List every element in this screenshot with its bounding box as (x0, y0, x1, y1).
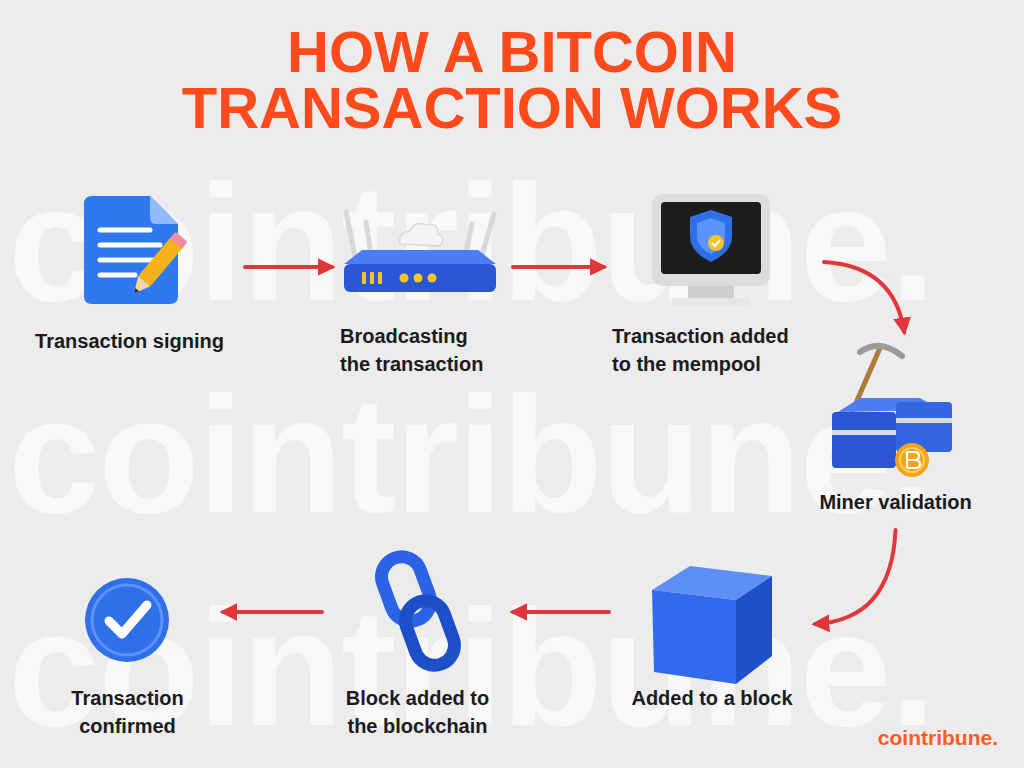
watermark-text: cointribune. (8, 372, 934, 538)
flow-arrow (513, 265, 604, 269)
step-node: Added to a block (617, 566, 807, 712)
chain-icon (376, 551, 460, 671)
icon-space (612, 190, 812, 322)
router-icon (344, 212, 496, 292)
icon-space (808, 340, 983, 488)
flow-arrow (513, 610, 609, 614)
step-node: Broadcasting the transaction (340, 205, 505, 378)
step-node: Block added to the blockchain (330, 550, 505, 740)
step-label: Block added to the blockchain (330, 684, 505, 740)
flow-arrow (815, 530, 896, 624)
block-cube-icon (652, 566, 772, 684)
check-icon (85, 578, 169, 662)
monitor-icon (652, 194, 770, 306)
step-node: Transaction added to the mempool (612, 190, 812, 378)
step-label: Added to a block (617, 684, 807, 712)
document-icon (84, 196, 188, 304)
icon-space (40, 566, 215, 684)
step-node: Transaction confirmed (40, 566, 215, 740)
step-label: Transaction signing (22, 327, 237, 355)
title: HOW A BITCOIN TRANSACTION WORKS (152, 24, 872, 136)
flow-arrow (824, 262, 904, 332)
icon-space (330, 550, 505, 684)
step-node: Transaction signing (22, 190, 237, 355)
flow-arrow (223, 610, 322, 614)
flow-arrow (245, 265, 332, 269)
icon-space (22, 190, 237, 327)
step-label: Transaction added to the mempool (612, 322, 812, 378)
step-label: Broadcasting the transaction (340, 322, 490, 378)
step-node: Miner validation (808, 340, 983, 516)
brand-logo: cointribune. (878, 726, 998, 750)
icon-space (340, 205, 505, 322)
icon-space (617, 566, 807, 684)
step-label: Transaction confirmed (40, 684, 215, 740)
miner-icon (832, 346, 952, 477)
step-label: Miner validation (808, 488, 983, 516)
